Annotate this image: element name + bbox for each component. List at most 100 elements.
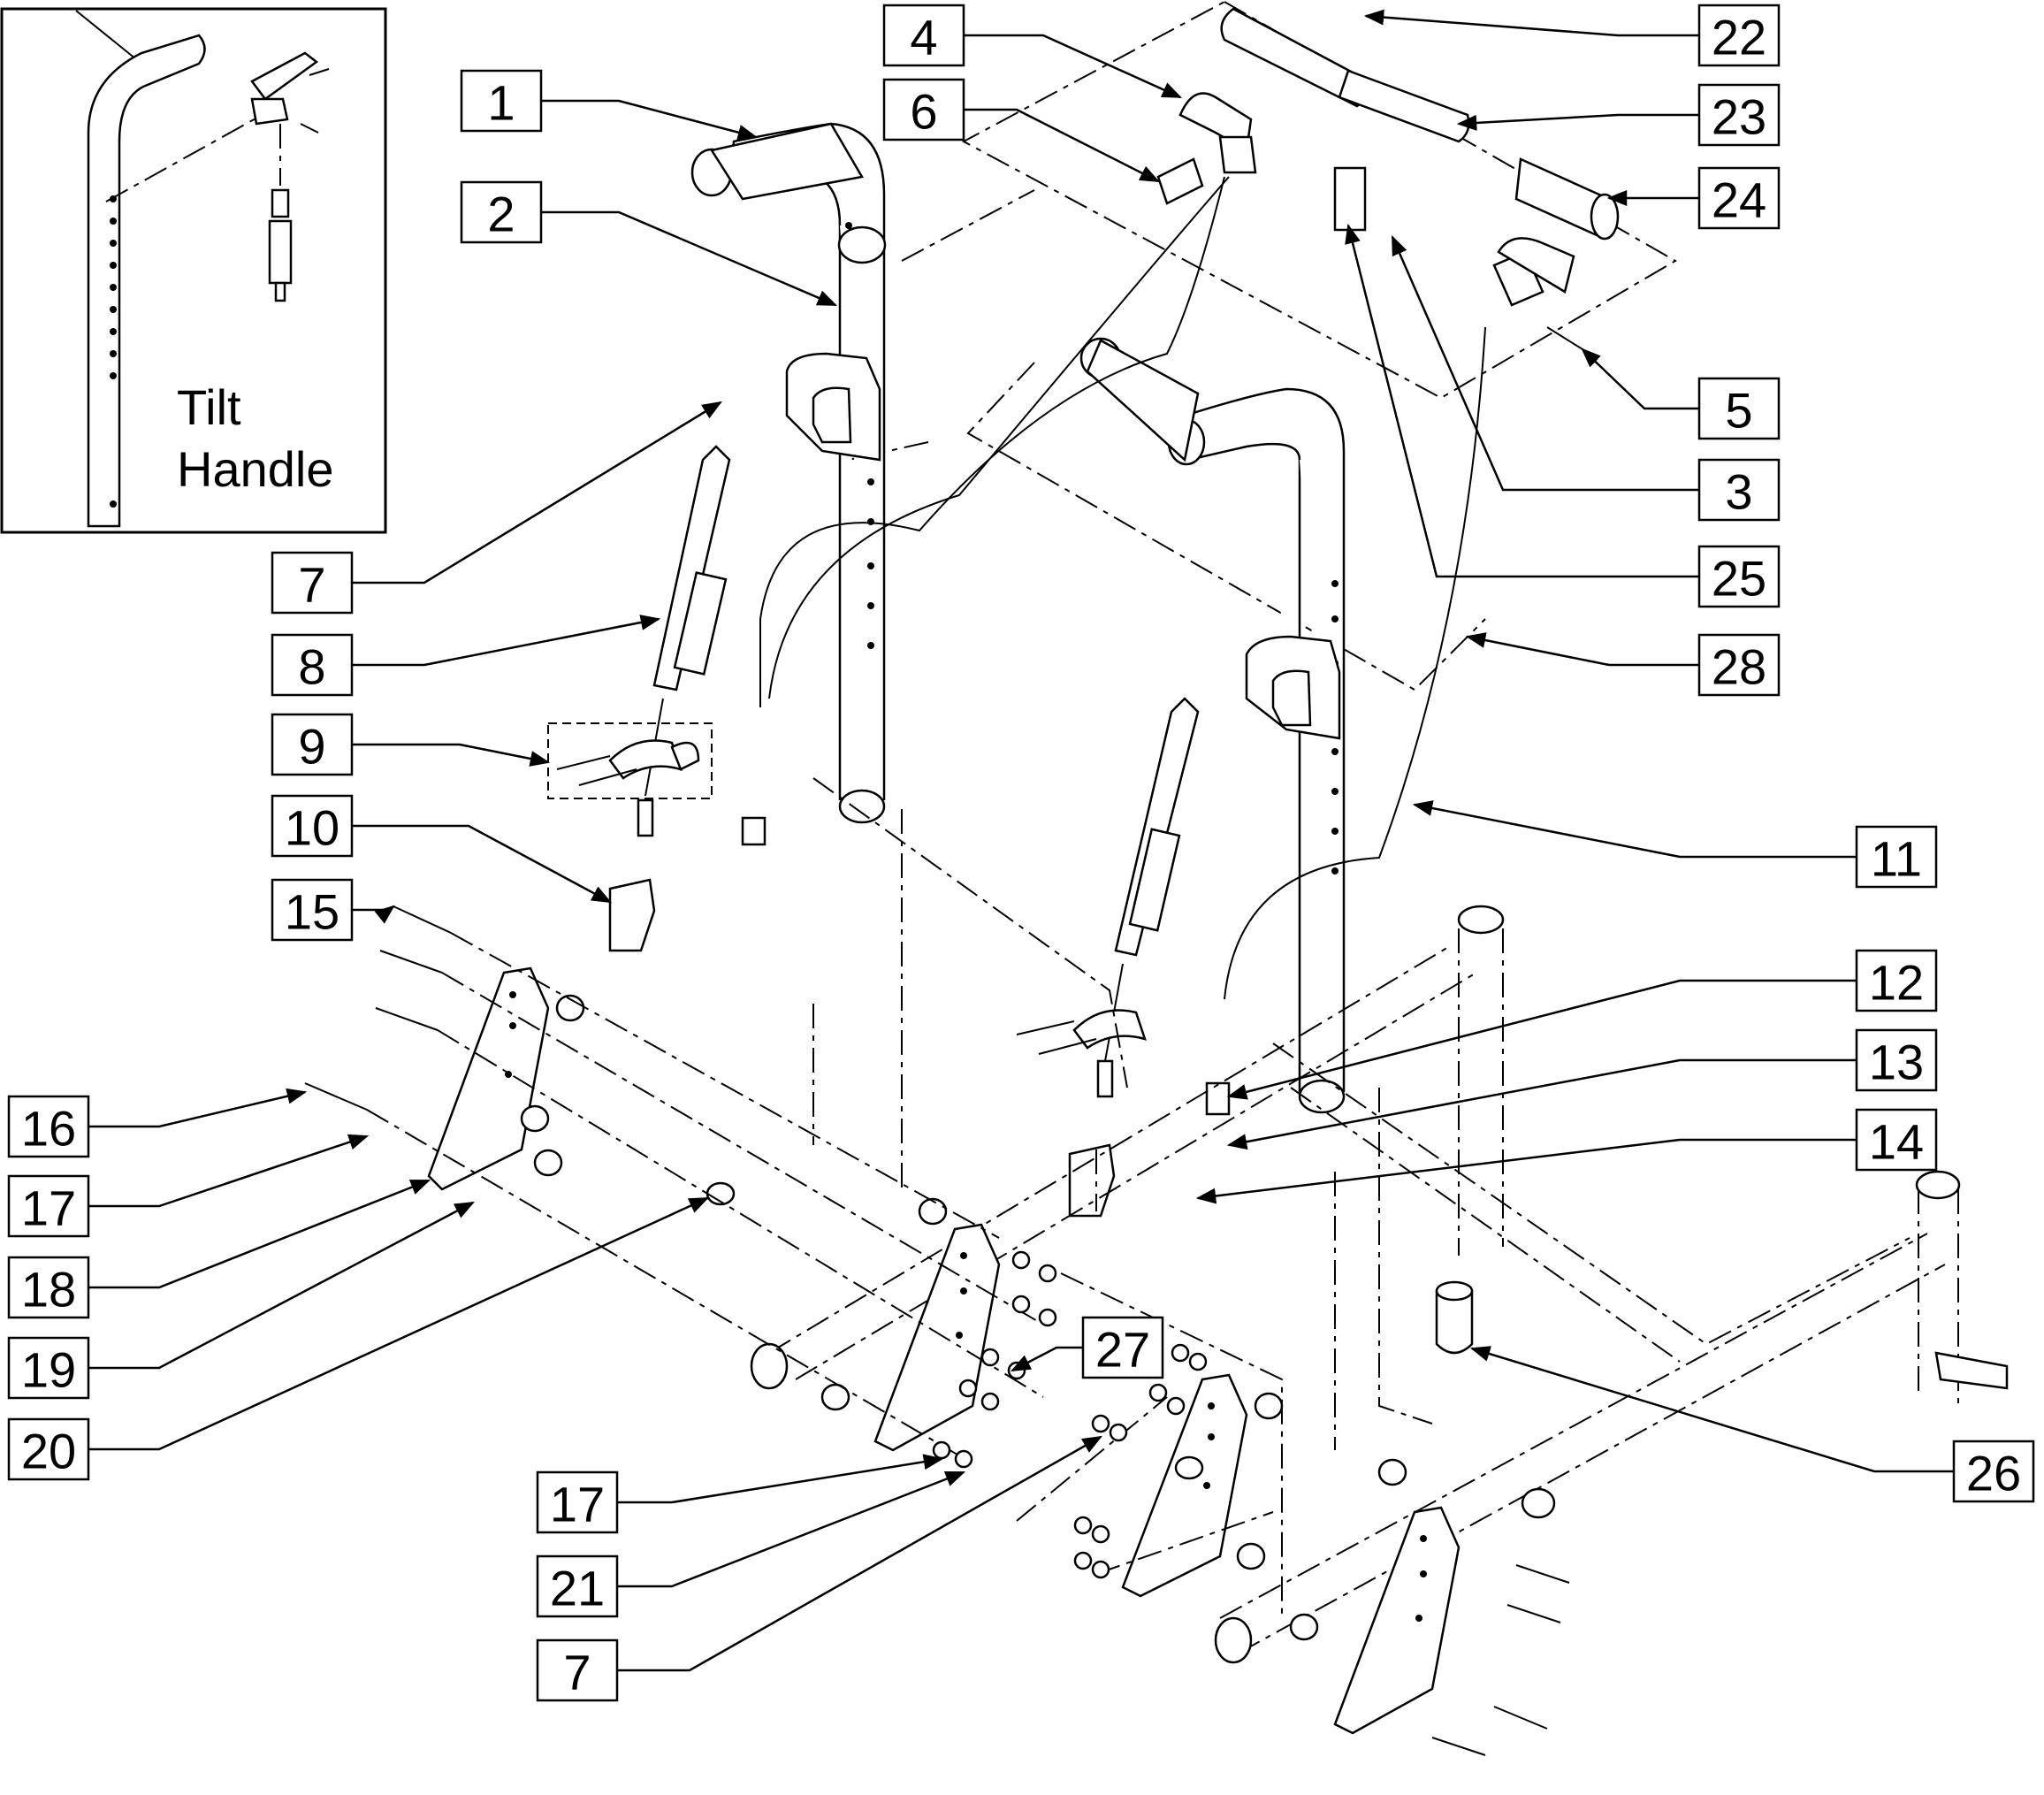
callout-number: 18 xyxy=(21,1262,76,1318)
callout-number: 5 xyxy=(1725,383,1752,439)
callout-leader-arrow xyxy=(1456,113,1699,131)
callout-number: 25 xyxy=(1712,551,1766,607)
callout-leader-arrow xyxy=(1391,234,1699,492)
callout-box xyxy=(882,4,965,67)
callout-11: 11 xyxy=(1412,800,1938,889)
callout-27: 27 xyxy=(1011,1316,1164,1379)
callout-leader-arrow xyxy=(541,210,838,307)
callout-layer: 1246222324532528789101511121314161718192… xyxy=(7,4,2035,1702)
callout-box xyxy=(1855,949,1938,1012)
callout-box xyxy=(1697,166,1781,230)
callout-leader-arrow xyxy=(352,743,551,767)
callout-leader-arrow xyxy=(1345,223,1699,578)
callout-25: 25 xyxy=(1345,223,1781,608)
callout-leader-arrow xyxy=(1412,800,1857,859)
callout-5: 5 xyxy=(1581,348,1781,440)
callout-8: 8 xyxy=(271,615,661,697)
callout-leader-arrow xyxy=(352,824,612,904)
callout-number: 3 xyxy=(1725,464,1752,520)
callout-number: 27 xyxy=(1095,1322,1150,1378)
callout-14: 14 xyxy=(1195,1108,1938,1204)
callout-1: 1 xyxy=(460,69,759,141)
callout-box xyxy=(1697,545,1781,608)
callout-box xyxy=(7,1256,90,1319)
callout-number: 28 xyxy=(1712,639,1766,695)
callout-7: 7 xyxy=(271,401,722,615)
callout-leader-arrow xyxy=(88,1201,475,1370)
callout-leader-arrow xyxy=(617,1470,966,1588)
callout-leader-arrow xyxy=(1195,1138,1857,1204)
tilt-handle-inset: Tilt Handle xyxy=(0,7,387,534)
callout-leader-arrow xyxy=(541,99,759,141)
callout-leader-arrow xyxy=(352,615,661,667)
callout-17: 17 xyxy=(7,1134,370,1238)
callout-leader-arrow xyxy=(88,1134,370,1208)
callout-leader-arrow xyxy=(1363,9,1699,37)
callout-9: 9 xyxy=(271,713,551,776)
callout-box xyxy=(1855,1108,1938,1172)
callout-number: 21 xyxy=(550,1561,605,1616)
callout-leader-arrow xyxy=(352,401,722,584)
callout-box xyxy=(1855,1028,1938,1092)
callout-leader-arrow xyxy=(617,1454,944,1504)
callout-number: 20 xyxy=(21,1424,76,1479)
callout-box xyxy=(7,1174,90,1238)
callout-box xyxy=(271,713,354,776)
callout-number: 22 xyxy=(1712,10,1766,65)
callout-26: 26 xyxy=(1469,1346,2035,1503)
callout-number: 17 xyxy=(550,1477,605,1532)
callout-number: 7 xyxy=(298,557,325,613)
callout-21: 21 xyxy=(536,1470,966,1618)
callout-leader-arrow xyxy=(617,1435,1102,1672)
callout-box xyxy=(536,1470,619,1534)
callout-number: 9 xyxy=(298,719,325,775)
callout-box xyxy=(7,1336,90,1400)
callout-number: 2 xyxy=(487,187,515,242)
callout-number: 7 xyxy=(563,1645,591,1700)
inset-title-line2: Handle xyxy=(177,441,333,497)
callout-leader-arrow xyxy=(1011,1346,1083,1372)
callout-3: 3 xyxy=(1391,234,1781,522)
callout-number: 6 xyxy=(910,84,937,140)
callout-28: 28 xyxy=(1465,632,1781,697)
callout-leader-arrow xyxy=(88,1088,308,1128)
callout-number: 1 xyxy=(487,75,515,131)
callout-number: 14 xyxy=(1869,1114,1924,1170)
callout-number: 17 xyxy=(21,1180,76,1236)
callout-number: 26 xyxy=(1966,1446,2021,1501)
callout-box xyxy=(1697,377,1781,440)
callout-box xyxy=(1697,83,1781,147)
callout-2: 2 xyxy=(460,180,838,307)
callout-box xyxy=(1697,458,1781,522)
callout-number: 23 xyxy=(1712,89,1766,145)
callout-12: 12 xyxy=(1226,949,1938,1100)
callout-10: 10 xyxy=(271,794,612,904)
callout-number: 24 xyxy=(1712,172,1766,228)
callout-box xyxy=(1081,1316,1164,1379)
callout-box xyxy=(536,1638,619,1702)
callout-number: 4 xyxy=(910,10,937,65)
callout-leader-arrow xyxy=(1465,632,1699,667)
callout-leader-arrow xyxy=(88,1196,710,1451)
callout-16: 16 xyxy=(7,1088,308,1158)
callout-number: 12 xyxy=(1869,955,1924,1011)
callout-box xyxy=(271,633,354,697)
callout-box xyxy=(1952,1440,2035,1503)
callout-box xyxy=(460,180,543,244)
inset-title-line1: Tilt xyxy=(177,379,241,435)
callout-leader-arrow xyxy=(964,34,1183,99)
callout-box xyxy=(271,551,354,615)
callout-leader-arrow xyxy=(964,108,1161,183)
callout-number: 19 xyxy=(21,1342,76,1398)
callout-13: 13 xyxy=(1226,1028,1938,1150)
callout-number: 10 xyxy=(285,800,339,856)
callout-15: 15 xyxy=(271,878,395,942)
callout-7: 7 xyxy=(536,1435,1102,1702)
callout-leader-arrow xyxy=(88,1179,431,1289)
callout-23: 23 xyxy=(1456,83,1781,147)
callout-box xyxy=(536,1554,619,1618)
callout-19: 19 xyxy=(7,1201,475,1400)
callout-leader-arrow xyxy=(1581,348,1699,410)
callout-box xyxy=(7,1417,90,1481)
